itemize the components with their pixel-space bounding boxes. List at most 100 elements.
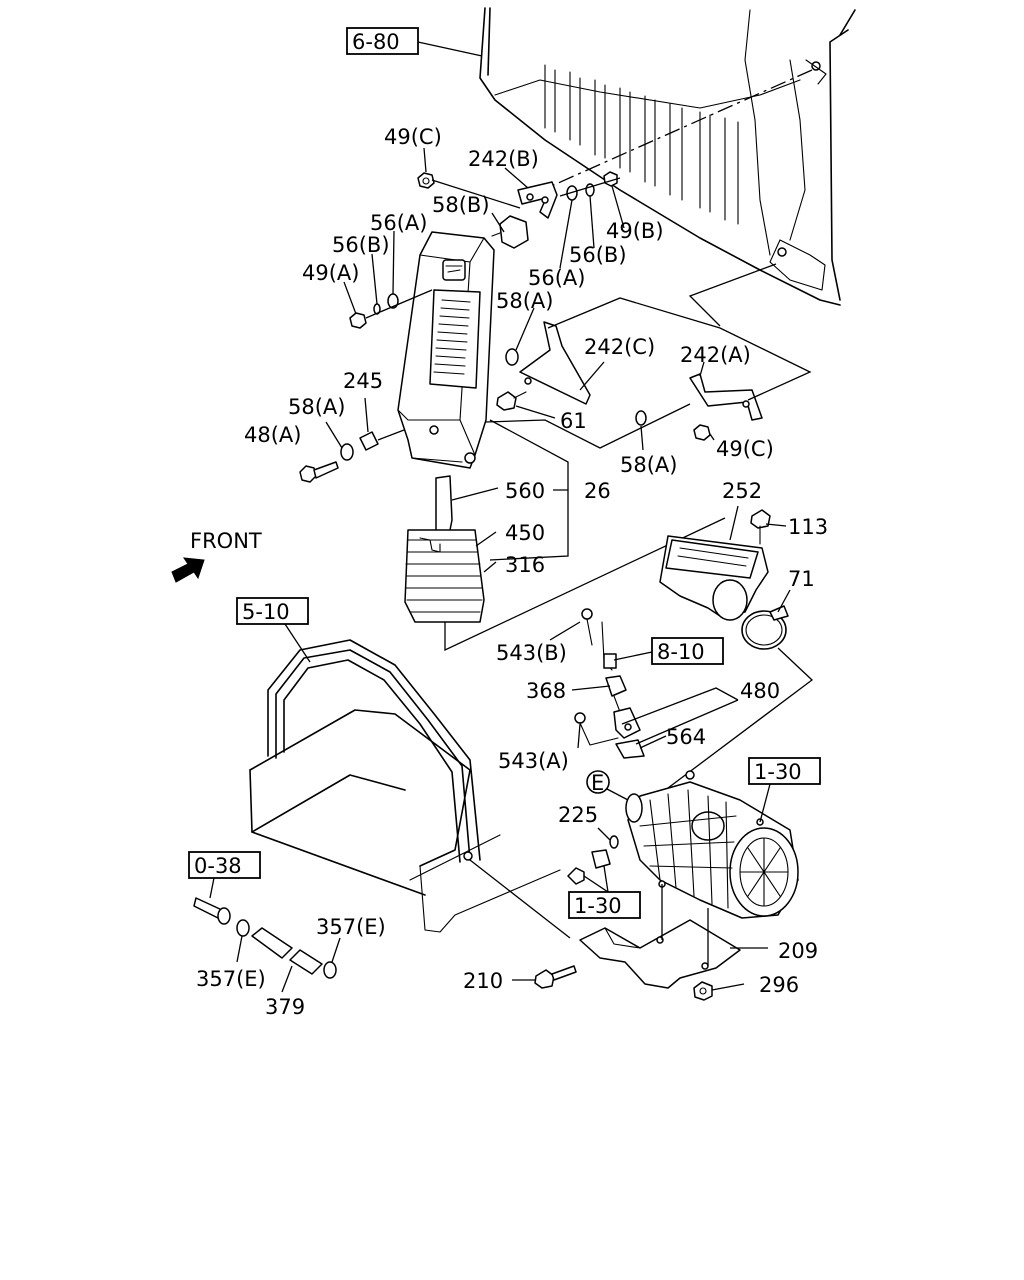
ref-6-80-label: 6-80	[352, 30, 400, 54]
leader-cleaner-bracket	[661, 884, 709, 966]
label-252: 252	[722, 479, 762, 503]
leader-chain-242	[547, 297, 812, 401]
leader-bellows-252	[444, 517, 726, 652]
front-indicator: FRONT	[171, 529, 262, 583]
label-58a-low: 58(A)	[620, 453, 677, 477]
oring-225	[609, 835, 619, 849]
bolt-61	[496, 391, 527, 411]
leader-cab-bracket-c	[688, 263, 777, 327]
ref-5-10: 5-10	[236, 597, 311, 663]
washer-58a-low	[635, 410, 647, 426]
leader-washers	[559, 177, 621, 197]
hose-379	[251, 927, 323, 975]
nut-49a	[349, 312, 367, 329]
label-26: 26	[584, 479, 611, 503]
label-209: 209	[778, 939, 818, 963]
bellows-316	[404, 475, 485, 623]
label-357e-right: 357(E)	[316, 915, 386, 939]
label-543a: 543(A)	[498, 749, 569, 773]
bracket-242c	[519, 321, 591, 405]
leader-480-bottom	[635, 699, 739, 745]
label-242c: 242(C)	[584, 335, 655, 359]
ref-1-30-bottom-label: 1-30	[574, 894, 622, 918]
label-316: 316	[505, 553, 545, 577]
label-56a-right: 56(A)	[528, 266, 585, 290]
leader-clamp-cleaner	[635, 647, 814, 813]
ref-0-38-label: 0-38	[194, 854, 242, 878]
ref-1-30-top-label: 1-30	[754, 760, 802, 784]
ref-1-30-top: 1-30	[748, 757, 821, 823]
circle-ref-e: E	[586, 770, 629, 801]
label-242b: 242(B)	[468, 147, 539, 171]
leader-49c-bracket	[431, 179, 521, 209]
label-48a: 48(A)	[244, 423, 301, 447]
label-368: 368	[526, 679, 566, 703]
air-cleaner	[625, 770, 799, 919]
ref-0-38: 0-38	[188, 851, 261, 899]
spacer-245	[359, 431, 379, 451]
label-49c-low: 49(C)	[716, 437, 774, 461]
leader-spacer-duct	[377, 429, 405, 441]
sensor-368	[605, 675, 627, 713]
label-225: 225	[558, 803, 598, 827]
label-357e-left: 357(E)	[196, 967, 266, 991]
ref-6-80: 6-80	[346, 27, 483, 57]
label-58a-mid: 58(A)	[496, 289, 553, 313]
ref-8-10: 8-10	[613, 637, 724, 665]
ref-8-10-label: 8-10	[657, 640, 705, 664]
air-duct-26	[397, 231, 495, 469]
label-543b: 543(B)	[496, 641, 567, 665]
label-49b: 49(B)	[606, 219, 664, 243]
label-560: 560	[505, 479, 545, 503]
circle-ref-e-label: E	[591, 771, 604, 795]
callout-leaders	[236, 147, 791, 993]
clamp-357e-left	[236, 919, 250, 937]
label-56b-left: 56(B)	[332, 233, 390, 257]
duct-252	[659, 535, 769, 621]
callout-labels: 49(C) 242(B) 58(B) 56(A) 56(B) 49(A) 49(…	[196, 125, 828, 1019]
front-label: FRONT	[190, 529, 262, 553]
screw-543a	[574, 712, 619, 746]
mount-58b	[491, 215, 529, 249]
leader-49a-duct	[365, 289, 433, 319]
leader-480-top	[621, 687, 739, 725]
leader-duct-242a	[485, 403, 691, 449]
bolt-48a	[299, 461, 339, 483]
front-arrow-icon	[171, 557, 205, 583]
cab-rear-panel	[479, 7, 856, 306]
bolt-210	[534, 965, 577, 989]
label-58a-left: 58(A)	[288, 395, 345, 419]
bracket-242b	[517, 181, 558, 219]
nut-49c-low	[693, 424, 711, 441]
clamp-71	[741, 605, 789, 650]
label-245: 245	[343, 369, 383, 393]
label-379: 379	[265, 995, 305, 1019]
bracket-209	[579, 919, 741, 989]
washer-58a-left	[340, 443, 354, 461]
bracket-564	[613, 707, 645, 759]
label-58b: 58(B)	[432, 193, 490, 217]
ref-1-30-bottom: 1-30	[568, 865, 641, 919]
nut-296	[693, 981, 713, 1001]
label-49a: 49(A)	[302, 261, 359, 285]
ref-5-10-label: 5-10	[242, 600, 290, 624]
frame-rail	[249, 639, 561, 933]
pipe-0-38	[193, 897, 231, 925]
washer-58a-mid	[505, 348, 519, 366]
connector-8-10	[601, 621, 617, 671]
label-210: 210	[463, 969, 503, 993]
label-564: 564	[666, 725, 706, 749]
nut-49c-top	[417, 172, 435, 189]
bolt-1-30	[567, 849, 611, 885]
label-49c-top: 49(C)	[384, 125, 442, 149]
label-450: 450	[505, 521, 545, 545]
label-242a: 242(A)	[680, 343, 751, 367]
bolt-113	[750, 509, 771, 545]
label-56a-left: 56(A)	[370, 211, 427, 235]
label-113: 113	[788, 515, 828, 539]
label-296: 296	[759, 973, 799, 997]
label-480: 480	[740, 679, 780, 703]
screw-543b	[581, 608, 593, 646]
bracket-242a	[689, 373, 763, 421]
